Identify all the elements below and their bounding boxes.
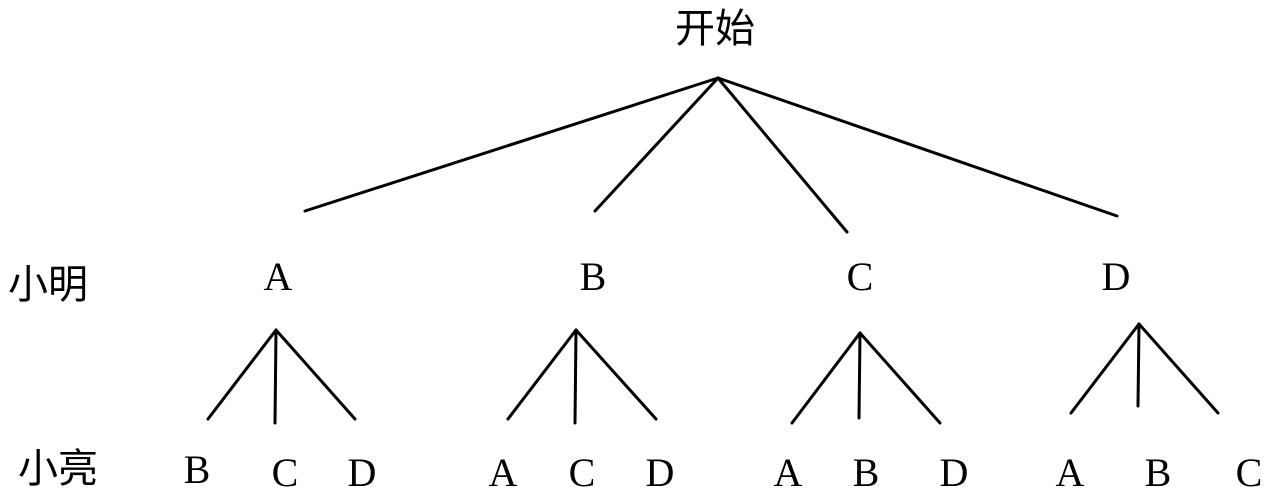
row-label-xiaoming: 小明 [8,262,88,308]
level1-node: B [580,254,607,299]
edge-d-3 [1137,322,1220,415]
level2-node: C [569,450,596,490]
edge-root-b [593,76,720,213]
edge-b-3 [574,328,658,421]
level1-node: C [847,254,874,299]
edge-root-a [303,76,720,213]
edge-c-3 [858,331,942,425]
edge-b-2 [573,328,578,425]
edge-d-1 [1069,322,1141,415]
level2-node: D [940,450,969,490]
level1-node: D [1102,254,1131,299]
edge-c-2 [857,331,862,420]
level1-node: A [264,254,293,299]
edge-root-c [716,76,849,234]
level2-node: C [272,450,299,490]
level2-node: C [1236,450,1263,490]
level2-node: A [1056,450,1085,490]
row-label-xiaoliang: 小亮 [18,446,98,490]
edge-a-1 [206,328,278,421]
level2-node: B [853,450,880,490]
root-label: 开始 [675,6,755,52]
level2-node: B [1145,450,1172,490]
edge-d-2 [1136,322,1141,408]
level2-node: A [489,450,518,490]
edge-a-3 [274,328,357,421]
edge-a-2 [273,328,278,425]
edge-root-d [716,76,1119,218]
level2-node: A [774,450,803,490]
level2-node: D [646,450,675,490]
edge-c-1 [790,331,862,425]
level2-node: B [184,447,211,490]
level2-node: D [348,450,377,490]
edge-b-1 [506,328,578,421]
